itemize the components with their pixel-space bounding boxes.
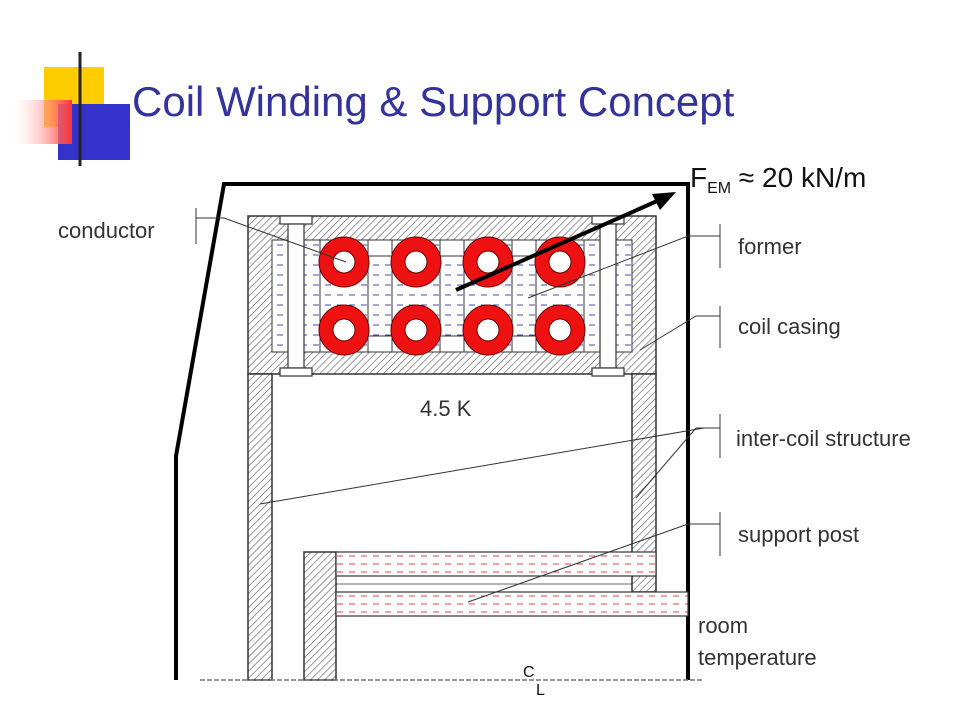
- conductor-cooling-channel: [332, 318, 356, 342]
- support-post-upper-beam: [335, 551, 657, 577]
- page-title: Coil Winding & Support Concept: [132, 78, 735, 125]
- label-room-temperature: room temperature: [698, 610, 817, 674]
- vacuum-vessel-outline: [174, 182, 690, 680]
- label-room-temperature-line2: temperature: [698, 645, 817, 670]
- support-post-upright: [303, 551, 337, 681]
- tie-rods: [279, 215, 625, 377]
- conductor-cooling-channel: [332, 250, 356, 274]
- logo-decoration: [14, 52, 960, 166]
- label-support-post: support post: [738, 522, 860, 547]
- label-inter-coil-structure: inter-coil structure: [736, 426, 911, 451]
- force-value: ≈ 20 kN/m: [731, 162, 867, 193]
- em-force-arrow: [455, 192, 676, 292]
- logo-red-square: [14, 100, 72, 144]
- label-coil-casing: coil casing: [738, 314, 841, 339]
- conductor-cooling-channel: [404, 318, 428, 342]
- centerline-label-c: C: [523, 664, 535, 681]
- inter-coil-structure-left: [247, 373, 273, 681]
- force-subscript: EM: [707, 180, 732, 197]
- label-room-temperature-line1: room: [698, 613, 749, 638]
- conductor-cooling-channel: [404, 250, 428, 274]
- conductor-cooling-channel: [476, 318, 500, 342]
- leader-lines: [195, 208, 721, 603]
- label-former: former: [738, 234, 802, 259]
- conductor-cooling-channel: [476, 250, 500, 274]
- support-post-lower-beam: [335, 591, 689, 617]
- conductor-cooling-channel: [548, 318, 572, 342]
- label-conductor: conductor: [58, 218, 155, 243]
- label-temperature: 4.5 K: [420, 396, 472, 421]
- force-symbol: F: [690, 162, 708, 193]
- centerline-label-l: L: [536, 682, 545, 699]
- conductor-grid: [318, 236, 586, 356]
- force-label: FEM ≈ 20 kN/m: [690, 162, 866, 198]
- conductor-cooling-channel: [548, 250, 572, 274]
